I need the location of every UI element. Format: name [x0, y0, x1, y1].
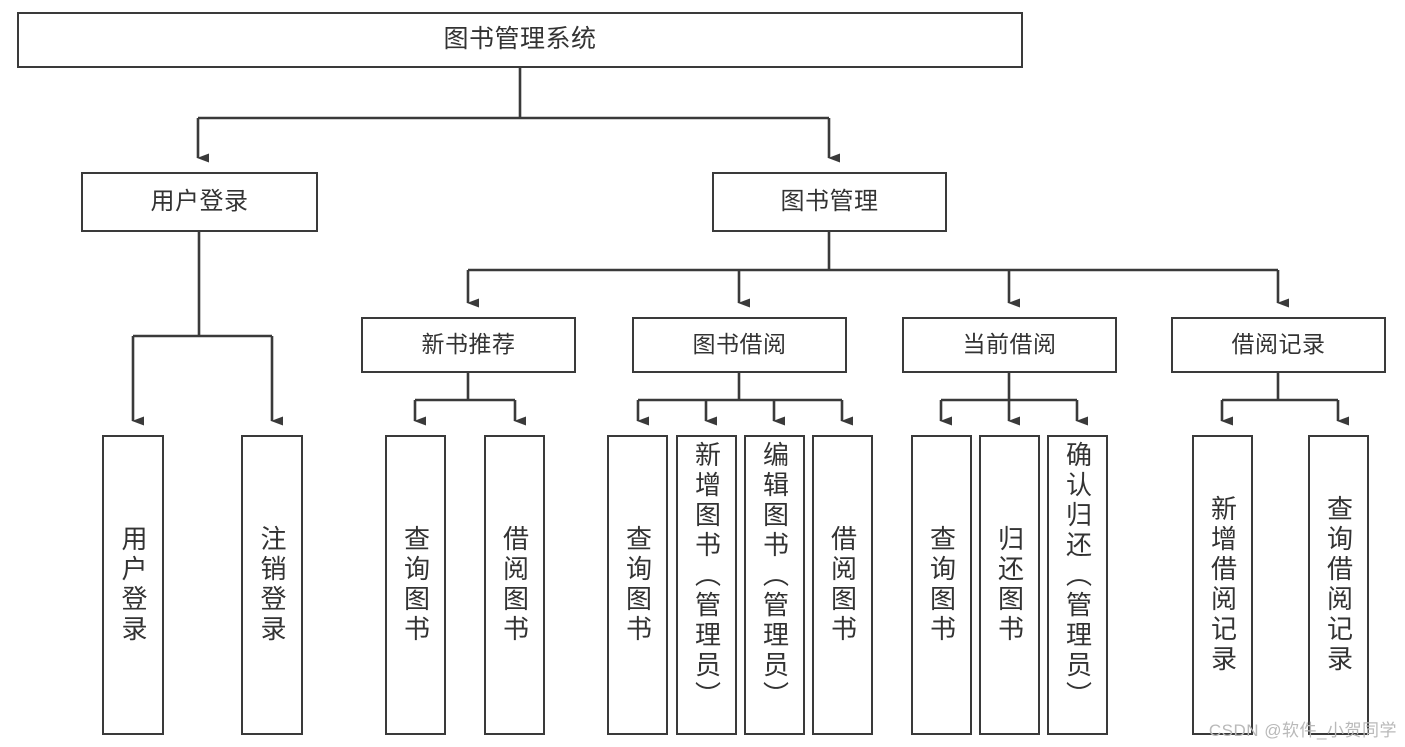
node-new-book-recommend[interactable]: 新书推荐 — [361, 317, 576, 373]
node-leaf-logout-login[interactable]: 注销登录 — [241, 435, 303, 735]
node-borrow-record[interactable]: 借阅记录 — [1171, 317, 1386, 373]
node-borrow-record-label: 借阅记录 — [1231, 331, 1326, 358]
node-leaf-query-book-current[interactable]: 查询图书 — [911, 435, 972, 735]
node-leaf-query-book-borrow-label: 查询图书 — [622, 525, 653, 645]
node-book-management-label: 图书管理 — [780, 187, 879, 215]
csdn-watermark: CSDN @软件_小贺同学 — [1208, 721, 1397, 740]
node-leaf-query-book-recommend-label: 查询图书 — [400, 525, 431, 645]
node-book-management[interactable]: 图书管理 — [712, 172, 947, 232]
node-book-borrow[interactable]: 图书借阅 — [632, 317, 847, 373]
node-leaf-add-book-label: 新增图书（管理员） — [691, 441, 722, 711]
node-leaf-confirm-return[interactable]: 确认归还（管理员） — [1047, 435, 1108, 735]
node-root-label: 图书管理系统 — [443, 25, 597, 54]
node-leaf-borrow-book-label: 借阅图书 — [827, 525, 858, 645]
node-user-login-label: 用户登录 — [150, 187, 249, 215]
node-leaf-add-book[interactable]: 新增图书（管理员） — [676, 435, 737, 735]
node-leaf-user-login[interactable]: 用户登录 — [102, 435, 164, 735]
node-leaf-query-borrow-record-label: 查询借阅记录 — [1323, 495, 1354, 675]
node-new-book-recommend-label: 新书推荐 — [421, 331, 516, 358]
node-leaf-query-book-recommend[interactable]: 查询图书 — [385, 435, 446, 735]
node-leaf-user-login-label: 用户登录 — [118, 525, 148, 645]
node-leaf-query-book-borrow[interactable]: 查询图书 — [607, 435, 668, 735]
node-leaf-return-book-label: 归还图书 — [994, 525, 1025, 645]
node-current-borrow[interactable]: 当前借阅 — [902, 317, 1117, 373]
node-leaf-borrow-book[interactable]: 借阅图书 — [812, 435, 873, 735]
node-leaf-query-borrow-record[interactable]: 查询借阅记录 — [1308, 435, 1369, 735]
node-leaf-confirm-return-label: 确认归还（管理员） — [1062, 441, 1093, 711]
node-leaf-borrow-book-recommend-label: 借阅图书 — [499, 525, 530, 645]
node-leaf-return-book[interactable]: 归还图书 — [979, 435, 1040, 735]
node-leaf-edit-book[interactable]: 编辑图书（管理员） — [744, 435, 805, 735]
node-leaf-query-book-current-label: 查询图书 — [926, 525, 957, 645]
node-leaf-logout-login-label: 注销登录 — [257, 525, 287, 645]
node-leaf-add-borrow-record[interactable]: 新增借阅记录 — [1192, 435, 1253, 735]
node-leaf-borrow-book-recommend[interactable]: 借阅图书 — [484, 435, 545, 735]
node-current-borrow-label: 当前借阅 — [962, 331, 1057, 358]
node-book-borrow-label: 图书借阅 — [692, 331, 787, 358]
node-root-book-management-system[interactable]: 图书管理系统 — [17, 12, 1023, 68]
node-user-login[interactable]: 用户登录 — [81, 172, 318, 232]
node-leaf-add-borrow-record-label: 新增借阅记录 — [1207, 495, 1238, 675]
node-leaf-edit-book-label: 编辑图书（管理员） — [759, 441, 790, 711]
